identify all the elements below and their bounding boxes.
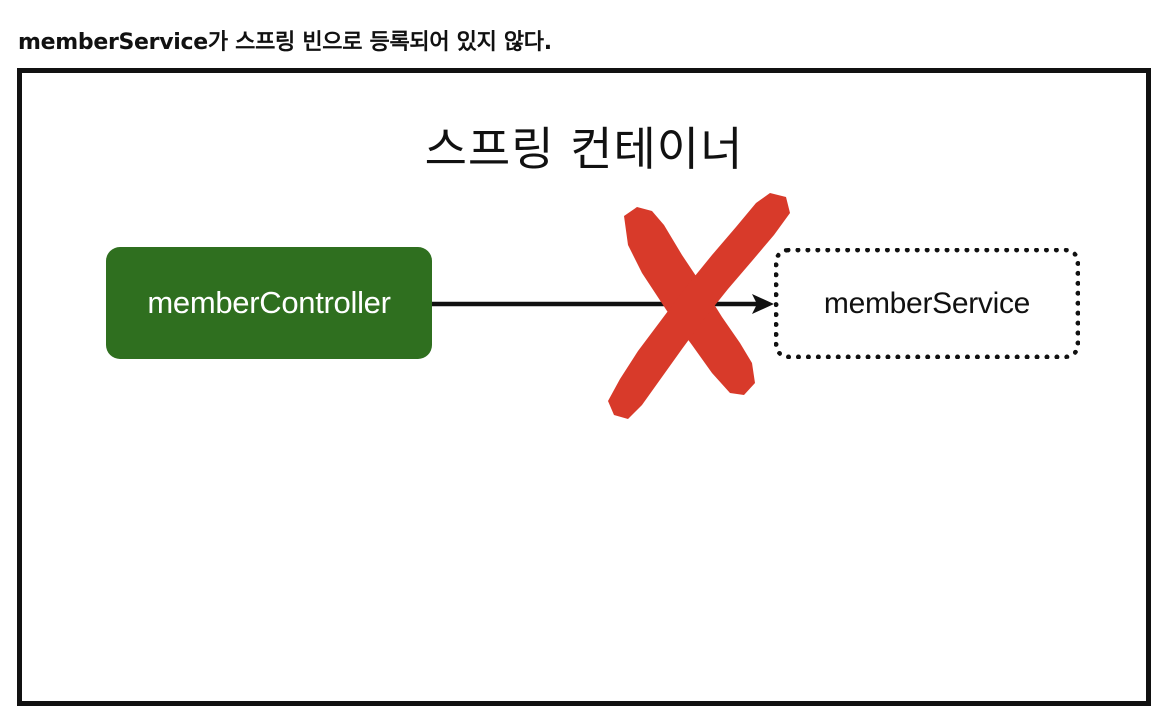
member-service-label: memberService bbox=[823, 286, 1031, 320]
container-title: 스프링 컨테이너 bbox=[424, 122, 744, 176]
spring-container-frame: 스프링 컨테이너 memberController memberService bbox=[17, 68, 1151, 706]
dependency-arrow bbox=[432, 294, 774, 314]
arrow-head-icon bbox=[752, 294, 774, 314]
member-controller-label: memberController bbox=[147, 285, 391, 320]
member-service-node: memberService bbox=[774, 248, 1080, 359]
member-controller-node: memberController bbox=[106, 247, 432, 359]
page-heading: memberService가 스프링 빈으로 등록되어 있지 않다. bbox=[18, 30, 552, 55]
red-x-mark-icon bbox=[608, 193, 790, 419]
diagram-overlay bbox=[432, 193, 790, 419]
